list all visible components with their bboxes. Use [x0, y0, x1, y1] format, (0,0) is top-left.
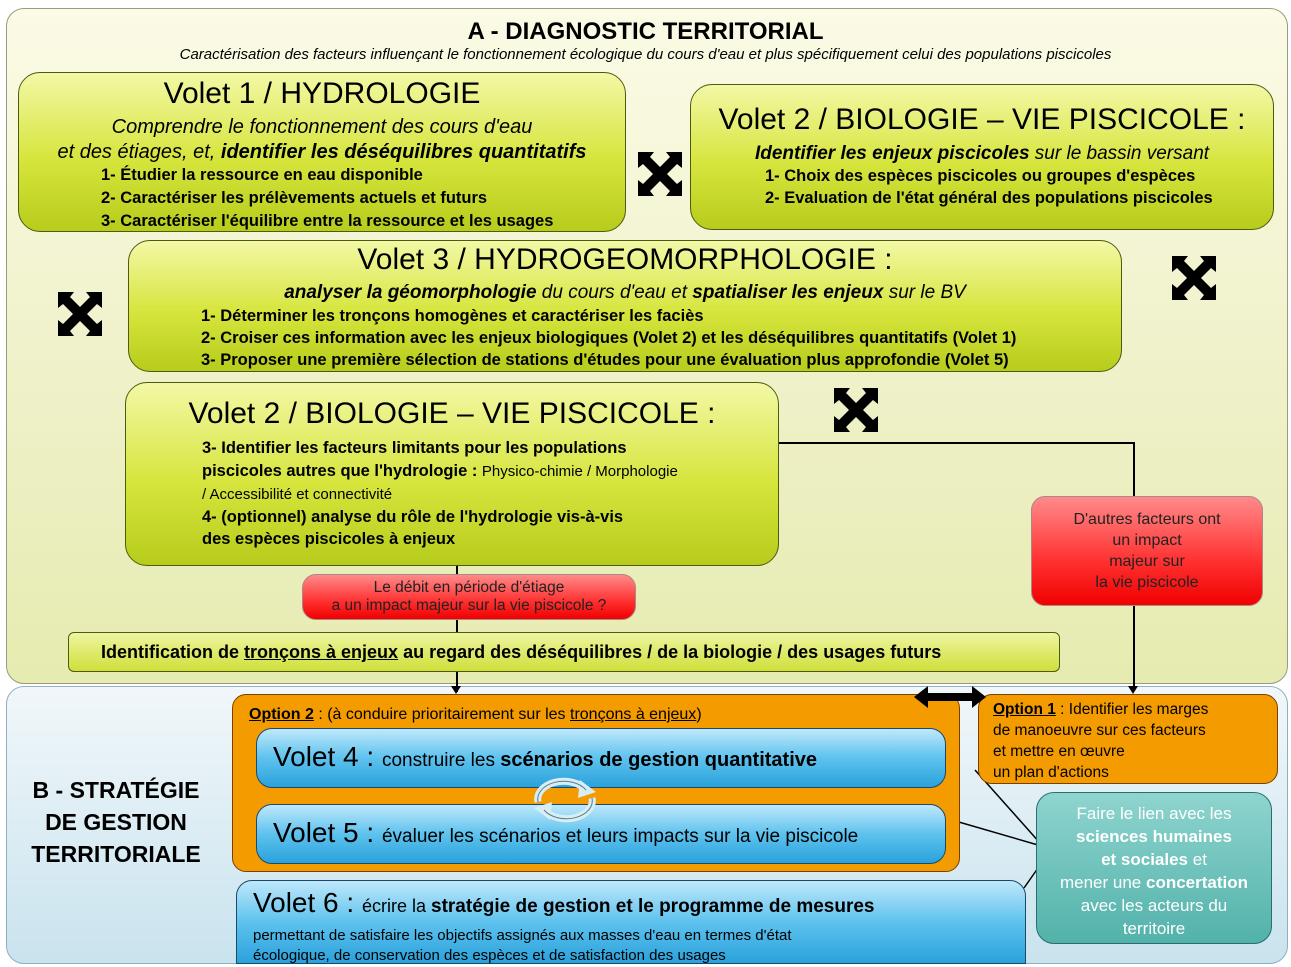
- option1-line1: Option 1 : Identifier les marges: [993, 701, 1209, 718]
- identification-text: Identification de tronçons à enjeux au r…: [101, 642, 942, 662]
- teal-box-sciences-humaines: Faire le lien avec les sciences humaines…: [1036, 792, 1272, 944]
- section-b-line: B - STRATÉGIE: [32, 777, 200, 803]
- volet2b-box: Volet 2 / BIOLOGIE – VIE PISCICOLE : 3- …: [125, 382, 779, 566]
- red-box-line: majeur sur: [1109, 553, 1185, 570]
- volet2a-item2: 2- Evaluation de l'état général des popu…: [765, 189, 1213, 207]
- section-a-title: A - DIAGNOSTIC TERRITORIAL: [467, 18, 824, 45]
- section-a-subtitle: Caractérisation des facteurs influençant…: [179, 46, 1112, 63]
- option1-line: un plan d'actions: [993, 764, 1109, 781]
- option1-line: et mettre en œuvre: [993, 743, 1125, 760]
- red-box-line: un impact: [1112, 532, 1182, 549]
- connector-line: [456, 566, 458, 574]
- connector-line: [779, 442, 1134, 444]
- volet2b-item3d: / Accessibilité et connectivité: [202, 486, 393, 503]
- volet2a-box: Volet 2 / BIOLOGIE – VIE PISCICOLE : Ide…: [690, 84, 1274, 230]
- volet1-item1: 1- Étudier la ressource en eau disponibl…: [101, 166, 423, 184]
- cross-arrows-icon: [1172, 256, 1216, 300]
- volet2a-title: Volet 2 / BIOLOGIE – VIE PISCICOLE :: [718, 103, 1246, 136]
- connector-line: [456, 672, 458, 692]
- volet2b-item3b: piscicoles autres que l'hydrologie : Phy…: [202, 462, 678, 480]
- section-b-line: DE GESTION: [45, 809, 187, 835]
- connector-line: [456, 620, 458, 632]
- teal-line: Faire le lien avec les: [1076, 804, 1232, 823]
- section-b-line: TERRITORIALE: [31, 841, 201, 867]
- red-box-debit-line1: Le débit en période d'étiage: [373, 579, 565, 596]
- teal-line: mener une concertation: [1059, 873, 1249, 892]
- volet2b-item4b: des espèces piscicoles à enjeux: [202, 530, 456, 548]
- cycle-arrows-icon: [534, 777, 596, 823]
- volet1-title: Volet 1 / HYDROLOGIE: [163, 77, 481, 110]
- red-box-debit-line2: a un impact majeur sur la vie piscicole …: [331, 597, 607, 614]
- teal-line: territoire: [1122, 919, 1186, 938]
- volet6-line3: écologique, de conservation des espèces …: [253, 947, 726, 964]
- red-box-line: D'autres facteurs ont: [1073, 511, 1221, 528]
- volet3-title: Volet 3 / HYDROGEOMORPHOLOGIE :: [357, 243, 893, 276]
- option1-line: de manoeuvre sur ces facteurs: [993, 722, 1206, 739]
- connector-line: [1133, 442, 1135, 496]
- cross-arrows-icon: [834, 388, 878, 432]
- volet4-box: Volet 4 : construire les scénarios de ge…: [256, 728, 946, 788]
- volet3-line: analyser la géomorphologie du cours d'ea…: [284, 282, 966, 303]
- cross-arrows-icon: [638, 152, 682, 196]
- option2-label: Option 2 : (à conduire prioritairement s…: [249, 706, 702, 723]
- volet1-item3: 3- Caractériser l'équilibre entre la res…: [101, 212, 554, 230]
- volet6-title-line: Volet 6 : écrire la stratégie de gestion…: [253, 887, 875, 918]
- volet2a-line1: Identifier les enjeux piscicoles sur le …: [754, 143, 1210, 164]
- volet6-box: Volet 6 : écrire la stratégie de gestion…: [236, 880, 1026, 964]
- connector-line: [1133, 606, 1135, 690]
- volet2b-item3a: 3- Identifier les facteurs limitants pou…: [202, 439, 627, 457]
- volet4-text: Volet 4 : construire les scénarios de ge…: [273, 741, 818, 772]
- teal-line: sciences humaines: [1076, 827, 1232, 846]
- red-box-autres-facteurs: D'autres facteurs ont un impact majeur s…: [1031, 496, 1263, 606]
- volet6-line2: permettant de satisfaire les objectifs a…: [253, 927, 792, 944]
- volet2a-item1: 1- Choix des espèces piscicoles ou group…: [765, 167, 1196, 185]
- volet3-item2: 2- Croiser ces information avec les enje…: [201, 329, 1017, 347]
- red-box-debit: Le débit en période d'étiage a un impact…: [302, 574, 636, 620]
- volet2b-title: Volet 2 / BIOLOGIE – VIE PISCICOLE :: [188, 397, 716, 430]
- volet1-line1: Comprendre le fonctionnement des cours d…: [111, 116, 533, 138]
- volet2b-item4a: 4- (optionnel) analyse du rôle de l'hydr…: [202, 508, 624, 526]
- section-b-title: B - STRATÉGIE DE GESTION TERRITORIALE: [14, 774, 218, 870]
- volet5-text: Volet 5 : évaluer les scénarios et leurs…: [273, 817, 859, 848]
- volet1-item2: 2- Caractériser les prélèvements actuels…: [101, 189, 488, 207]
- cross-arrows-icon: [58, 292, 102, 336]
- teal-line: avec les acteurs du: [1080, 896, 1228, 915]
- volet3-box: Volet 3 / HYDROGEOMORPHOLOGIE : analyser…: [128, 240, 1122, 372]
- red-box-line: la vie piscicole: [1095, 574, 1199, 591]
- volet3-item3: 3- Proposer une première sélection de st…: [201, 351, 1009, 369]
- volet1-line2: et des étiages, et, identifier les déséq…: [57, 141, 587, 163]
- double-arrow-icon: [914, 686, 986, 708]
- teal-line: et sociales et: [1101, 850, 1207, 869]
- option1-box: Option 1 : Identifier les marges de mano…: [978, 694, 1278, 784]
- identification-bar: Identification de tronçons à enjeux au r…: [68, 632, 1060, 672]
- volet3-item1: 1- Déterminer les tronçons homogènes et …: [201, 307, 704, 325]
- volet5-box: Volet 5 : évaluer les scénarios et leurs…: [256, 804, 946, 864]
- volet1-box: Volet 1 / HYDROLOGIE Comprendre le fonct…: [18, 72, 626, 232]
